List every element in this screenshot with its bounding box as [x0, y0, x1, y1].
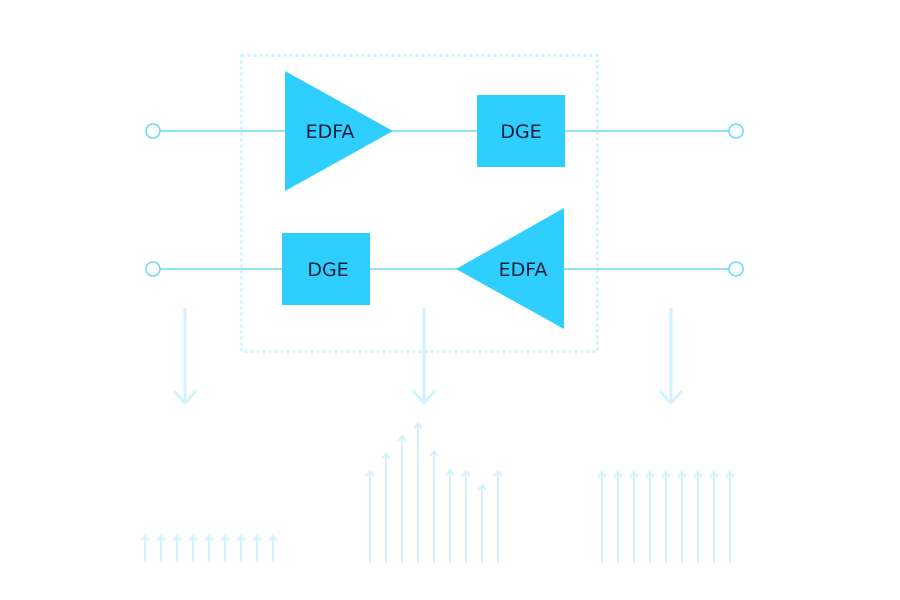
arrow-up-icon [156, 534, 166, 542]
arrow-up-icon [645, 470, 655, 478]
equalized-spectrum [597, 470, 735, 562]
channel-arrow [140, 534, 150, 562]
channel-arrow [677, 470, 687, 562]
top-input-port [145, 123, 161, 139]
channel-arrow [709, 470, 719, 562]
arrow-up-icon [477, 483, 487, 491]
arrow-up-icon [252, 534, 262, 542]
channel-arrow [413, 421, 423, 562]
channel-arrow [477, 483, 487, 562]
arrow-up-icon [693, 470, 703, 478]
module-boundary [240, 54, 599, 353]
channel-arrow [461, 469, 471, 562]
arrow-up-icon [236, 534, 246, 542]
channel-arrow [725, 470, 735, 562]
top-edfa-label: EDFA [306, 121, 355, 143]
dge-box [477, 95, 565, 167]
spectra-group [140, 421, 735, 562]
channel-arrow [204, 534, 214, 562]
amplifier-triangle-right [285, 71, 393, 191]
arrow-down-icon [411, 389, 437, 406]
arrow-down-icon [658, 389, 684, 406]
arrow-up-icon [461, 469, 471, 477]
bottom-edfa-amplifier: EDFA [456, 208, 564, 329]
channel-arrow [493, 469, 503, 562]
channel-arrow [397, 434, 407, 562]
arrow-up-icon [413, 421, 423, 430]
arrow-down-icon [172, 389, 198, 406]
bottom-dge-block: DGE [282, 233, 370, 305]
arrow-up-icon [597, 470, 607, 478]
amplifier-triangle-left [456, 208, 564, 329]
arrow-up-icon [629, 470, 639, 478]
arrow-up-icon [220, 534, 230, 542]
bottom-input-port [145, 261, 161, 277]
arrow-up-icon [429, 449, 439, 457]
channel-arrow [188, 534, 198, 562]
channel-arrow [661, 470, 671, 562]
arrow-up-icon [613, 470, 623, 478]
channel-arrow [597, 470, 607, 562]
top-output-port [728, 123, 744, 139]
arrow-up-icon [365, 469, 375, 477]
arrow-up-icon [172, 534, 182, 542]
arrow-up-icon [661, 470, 671, 478]
channel-arrow [365, 469, 375, 562]
arrow-up-icon [268, 534, 278, 542]
channel-arrow [172, 534, 182, 562]
channel-arrow [629, 470, 639, 562]
arrow-up-icon [725, 470, 735, 478]
amplified-spectrum [365, 421, 503, 562]
arrow-up-icon [397, 434, 407, 442]
bottom-output-port [728, 261, 744, 277]
top-edfa-amplifier: EDFA [285, 71, 393, 191]
bottom-edfa-label: EDFA [499, 259, 548, 281]
arrow-up-icon [188, 534, 198, 542]
channel-arrow [268, 534, 278, 562]
channel-arrow [220, 534, 230, 562]
arrow-up-icon [493, 469, 503, 477]
bottom-dge-label: DGE [307, 259, 348, 281]
down-arrow-left [172, 308, 198, 406]
channel-arrow [156, 534, 166, 562]
channel-arrow [381, 452, 391, 562]
channel-arrow [252, 534, 262, 562]
channel-arrow [445, 468, 455, 562]
dge-box [282, 233, 370, 305]
down-arrow-middle [411, 308, 437, 406]
arrow-up-icon [381, 452, 391, 460]
top-dge-label: DGE [500, 121, 541, 143]
arrow-up-icon [204, 534, 214, 542]
arrow-up-icon [709, 470, 719, 478]
channel-arrow [236, 534, 246, 562]
input-spectrum [140, 534, 278, 562]
top-dge-block: DGE [477, 95, 565, 167]
arrow-up-icon [677, 470, 687, 478]
channel-arrow [693, 470, 703, 562]
arrow-up-icon [445, 468, 455, 476]
channel-arrow [645, 470, 655, 562]
channel-arrow [429, 449, 439, 562]
arrow-up-icon [140, 534, 150, 542]
channel-arrow [613, 470, 623, 562]
down-arrow-right [658, 308, 684, 406]
